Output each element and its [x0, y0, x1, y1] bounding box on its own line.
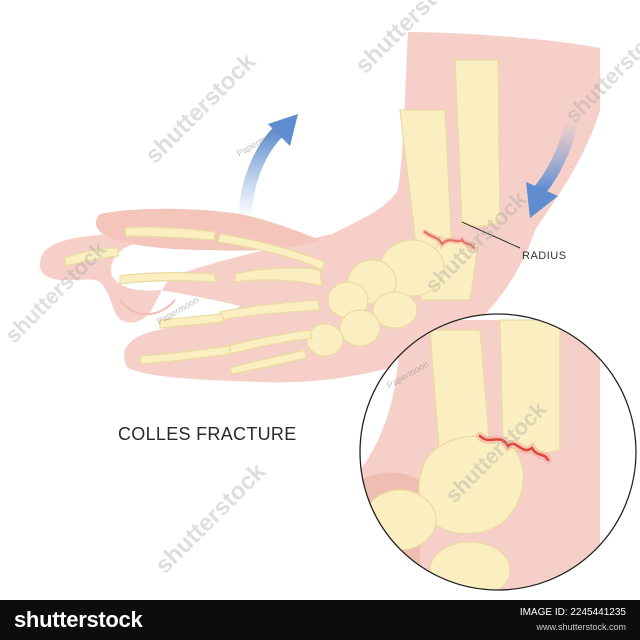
inset-border: [359, 313, 637, 591]
radius-label: RADIUS: [522, 250, 567, 262]
shutterstock-logo[interactable]: shutterstock: [14, 607, 143, 632]
finger-bone: [159, 313, 225, 329]
radius-pointer-line: [461, 221, 521, 249]
arrow-up: [238, 114, 298, 219]
finger-bone: [63, 247, 119, 267]
carpal-bone: [339, 309, 381, 347]
fracture-line: [423, 230, 476, 250]
diagram-title: COLLES FRACTURE: [118, 424, 297, 444]
thumb-bone: [124, 226, 216, 241]
radius-bone-proximal: [454, 59, 501, 228]
thumb-skin: [95, 208, 320, 251]
carpal-bone: [372, 291, 418, 329]
metacarpal-bone: [229, 349, 307, 375]
inset-carpal: [363, 489, 437, 551]
fracture-glow: [422, 229, 477, 251]
carpal-bone: [306, 323, 344, 357]
finger-bone: [119, 272, 217, 285]
finger-bone: [139, 345, 231, 365]
footer-url[interactable]: www.shutterstock.com: [536, 622, 626, 632]
footer-bar: shutterstock IMAGE ID: 2245441235 www.sh…: [0, 600, 640, 640]
hand-bones: [63, 59, 501, 375]
thumb-bone: [217, 233, 326, 271]
finger-fold: [119, 299, 176, 316]
image-id: IMAGE ID: 2245441235: [519, 607, 626, 618]
colles-fracture-illustration: [39, 32, 637, 591]
zoom-inset: [359, 313, 637, 591]
inset-fracture-line: [478, 434, 550, 462]
metacarpal-bone: [234, 267, 323, 287]
arrow-down: [526, 118, 579, 218]
